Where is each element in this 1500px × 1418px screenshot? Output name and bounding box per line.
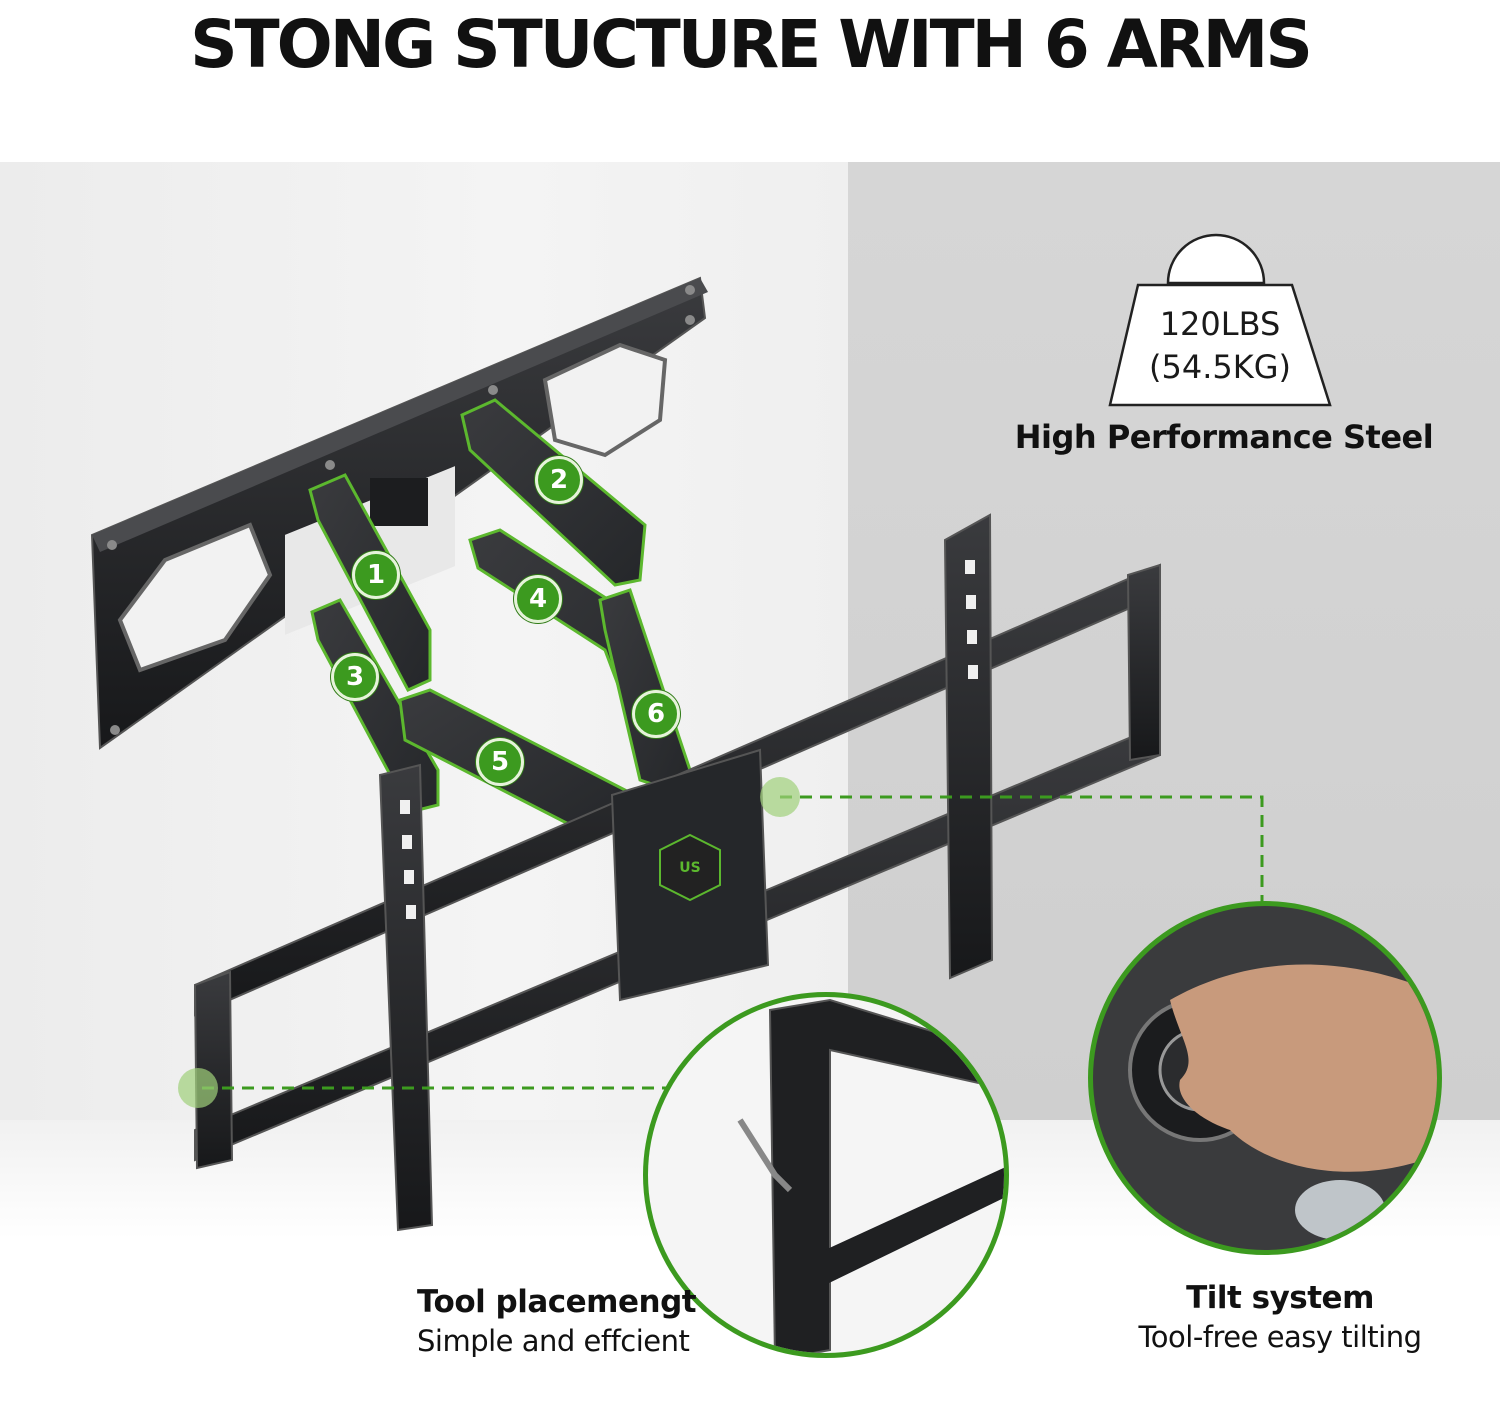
tool-placement-caption: Tool placemengt Simple and effcient [417,1282,697,1360]
arm-badge-1: 1 [352,551,400,599]
tilt-callout-marker [760,777,800,817]
weight-lbs: 120LBS [1159,305,1281,343]
tilt-system-detail [1088,901,1442,1255]
weight-kg: (54.5KG) [1149,348,1291,386]
arm-badge-5: 5 [476,738,524,786]
tilt-system-title: Tilt system [1186,1280,1374,1316]
tv-bracket-frame [193,513,1161,1232]
tilt-system-caption: Tilt system Tool-free easy tilting [1120,1278,1440,1356]
arm-badge-3: 3 [331,653,379,701]
headline: STONG STUCTURE WITH 6 ARMS [190,6,1313,83]
callout-lines [202,795,1264,1090]
tilt-system-subtitle: Tool-free easy tilting [1138,1320,1423,1354]
arm-badge-2: 2 [535,456,583,504]
arm-badge-6: 6 [632,690,680,738]
material-label: High Performance Steel [1014,418,1434,456]
tool-placement-detail [643,992,1009,1358]
wall-plate [90,276,708,750]
arm-badge-4: 4 [514,575,562,623]
brand-logo: US [659,833,721,902]
weight-icon [1108,233,1332,407]
tool-callout-marker [178,1068,218,1108]
tool-placement-subtitle: Simple and effcient [417,1324,690,1358]
svg-text:US: US [679,860,700,876]
tool-placement-title: Tool placemengt [417,1284,697,1320]
